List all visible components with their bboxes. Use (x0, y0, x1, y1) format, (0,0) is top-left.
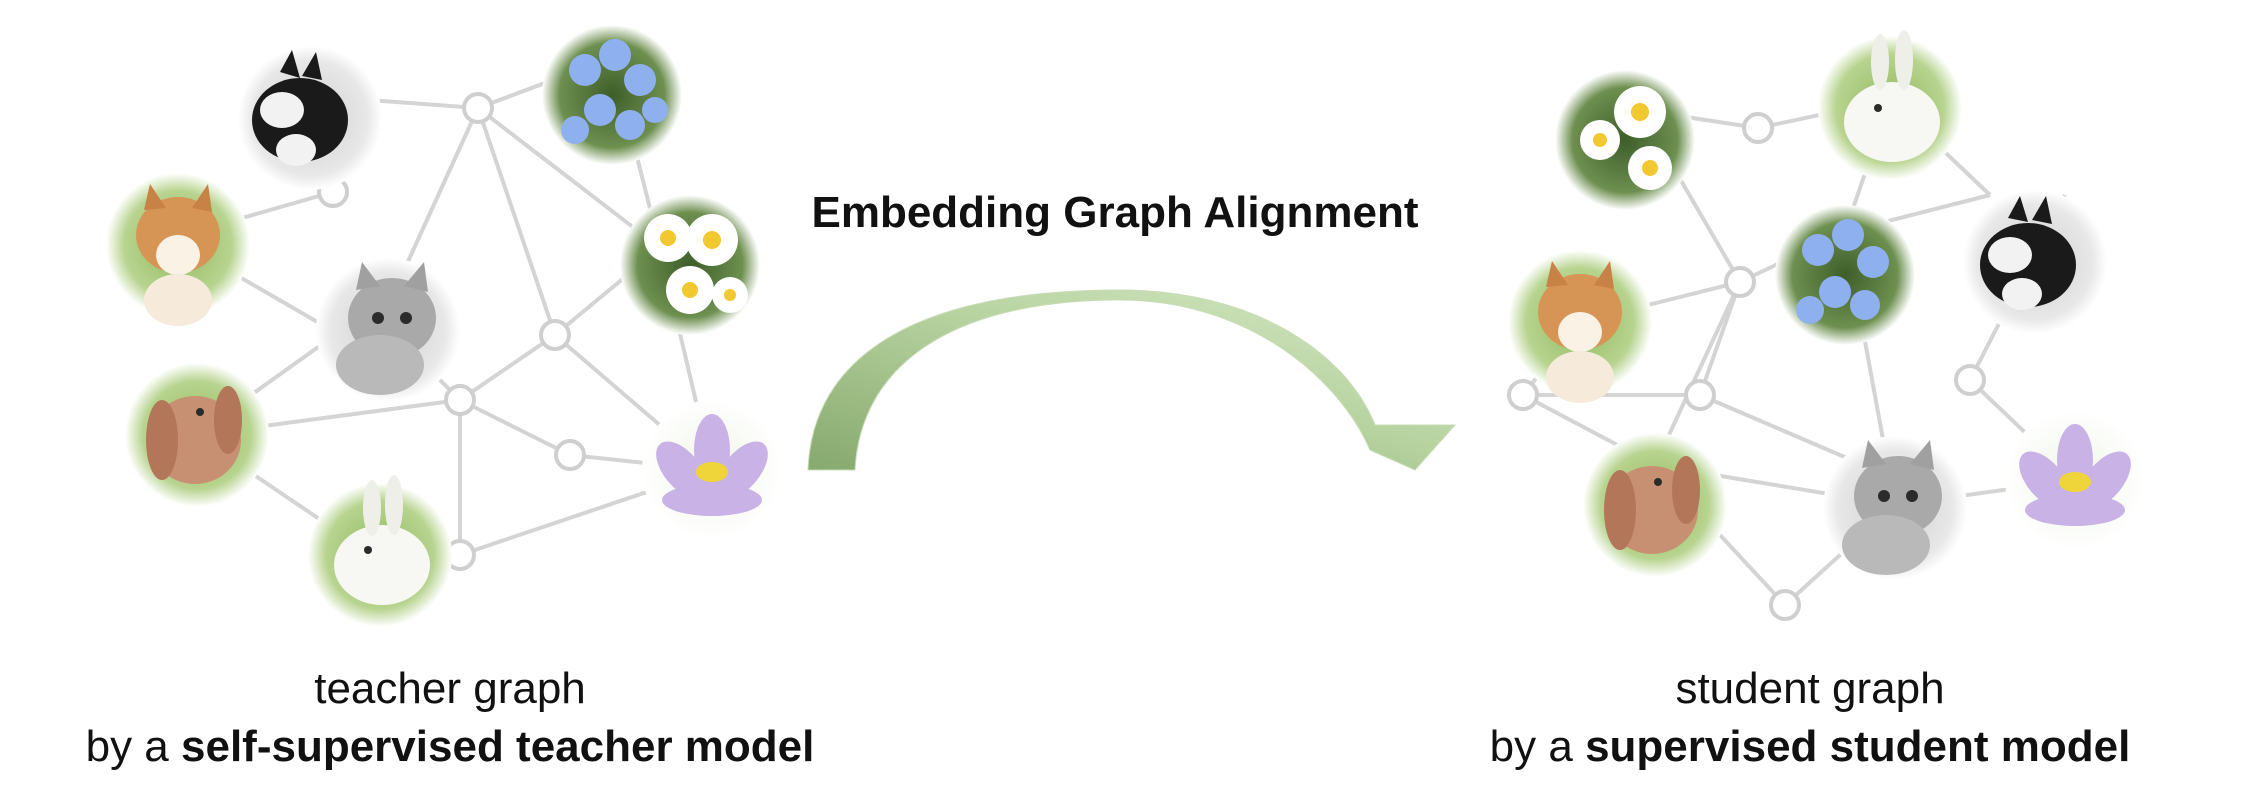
teacher-graph (106, 25, 782, 627)
teacher-caption-line2: by a self-supervised teacher model (60, 718, 840, 776)
teacher-caption-model: self-supervised teacher model (181, 722, 815, 771)
graph-node (1769, 589, 1801, 621)
graph-node (539, 319, 571, 351)
brown-bunny-image (125, 363, 269, 507)
teacher-caption-prefix: by a (85, 722, 169, 771)
daisy-image (1555, 70, 1695, 210)
graph-node (1742, 112, 1774, 144)
white-bunny-image (308, 475, 452, 627)
graph-node (1954, 364, 1986, 396)
corgi-image (1508, 250, 1652, 403)
blue-flower-image (542, 25, 682, 165)
blue-flower-image (1775, 205, 1915, 345)
teacher-caption-line1: teacher graph (314, 664, 586, 713)
daisy-image (620, 195, 760, 335)
graph-node (1507, 379, 1539, 411)
graph-node (554, 439, 586, 471)
white-bunny-image (1818, 30, 1962, 180)
diagram-title: Embedding Graph Alignment (811, 188, 1419, 237)
kitten-image (316, 258, 460, 402)
husky-image (238, 46, 382, 190)
lotus-image (642, 400, 782, 540)
student-graph-nodes (1507, 112, 1986, 621)
kitten-image (1823, 436, 1967, 580)
husky-image (1963, 190, 2107, 334)
alignment-arrow (807, 289, 1457, 471)
graph-node (462, 92, 494, 124)
student-graph (1507, 30, 2145, 621)
graph-node (1724, 266, 1756, 298)
brown-bunny-image (1583, 433, 1727, 577)
student-caption-model: supervised student model (1585, 722, 2131, 771)
student-caption-line2: by a supervised student model (1420, 718, 2200, 776)
lotus-image (2005, 410, 2145, 550)
graph-node (1684, 379, 1716, 411)
student-caption-line1: student graph (1675, 664, 1945, 713)
teacher-caption: teacher graph by a self-supervised teach… (60, 660, 840, 776)
student-caption: student graph by a supervised student mo… (1420, 660, 2200, 776)
student-caption-prefix: by a (1489, 722, 1573, 771)
corgi-image (106, 173, 250, 326)
graph-node (444, 384, 476, 416)
